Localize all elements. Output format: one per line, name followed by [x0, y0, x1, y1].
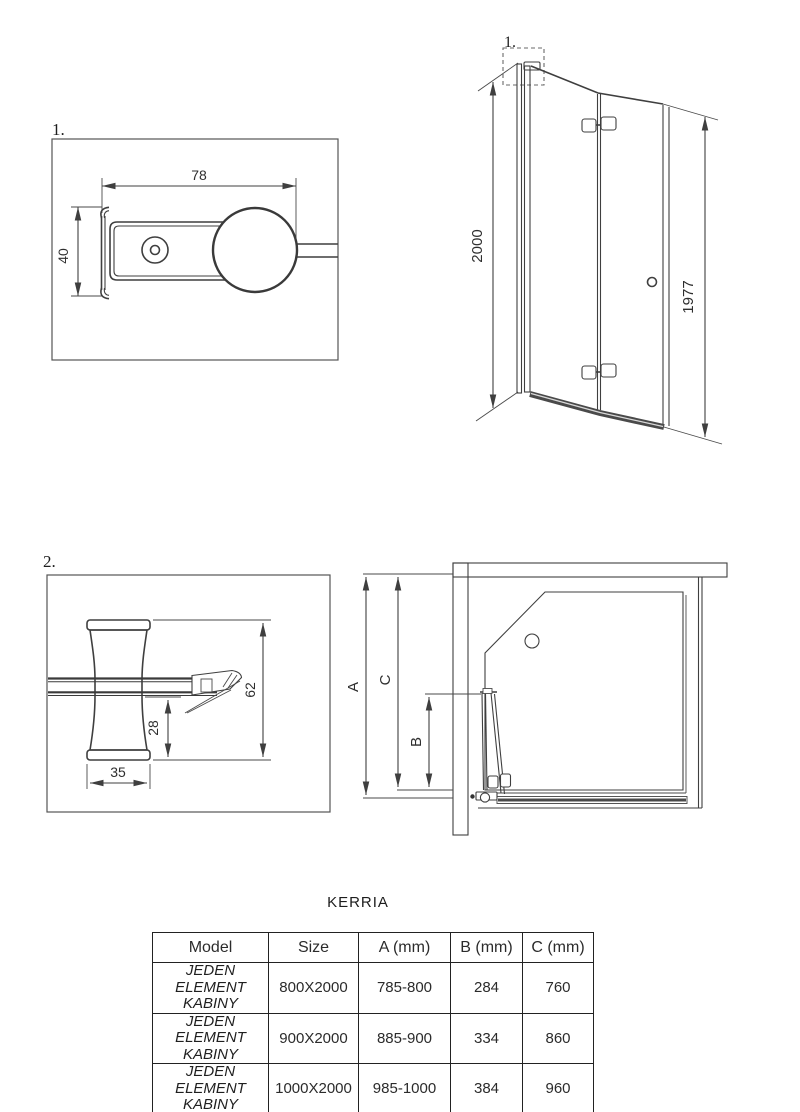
- front-view-drawing: 1. 2000: [469, 34, 723, 445]
- size-table: Model Size A (mm) B (mm) C (mm) JEDEN EL…: [152, 932, 594, 1112]
- figure-1-frame: [51, 138, 339, 361]
- handle-knob-bottom-cap: [86, 749, 151, 761]
- top-hinge: [581, 116, 617, 133]
- detail-1-callout-box: [502, 47, 545, 86]
- left-wall: [452, 562, 469, 836]
- cell-c: 760: [522, 962, 594, 1014]
- table-row: JEDEN ELEMENT KABINY 900X2000 885-900 33…: [152, 1012, 594, 1064]
- top-wall: [452, 562, 728, 578]
- detail-1-callout-label: 1.: [504, 34, 516, 51]
- glass-pane-section: [48, 677, 217, 696]
- cell-size: 800X2000: [268, 962, 359, 1014]
- cell-b: 334: [450, 1012, 523, 1064]
- col-header-size: Size: [268, 932, 359, 963]
- dim-c-label: C: [377, 674, 394, 685]
- shower-tray: [484, 591, 684, 791]
- dim-seal-total-label: 62: [242, 682, 258, 698]
- profile-round-knob: [211, 206, 299, 294]
- figure-2-label: 2.: [43, 552, 56, 571]
- dim-total-height-label: 2000: [469, 229, 486, 262]
- profile-body: [109, 221, 226, 281]
- detail-2-drawing: 2. 62 28: [43, 552, 331, 813]
- profile-top-cap: [523, 61, 541, 71]
- cell-b: 384: [450, 1063, 523, 1112]
- dim-base-width-label: 35: [110, 764, 126, 780]
- wall-profile: [516, 63, 523, 394]
- dim-lower-label: 28: [145, 720, 161, 736]
- folded-door: [470, 688, 512, 803]
- table-header-row: Model Size A (mm) B (mm) C (mm): [152, 932, 594, 963]
- edge-seal: [184, 669, 243, 714]
- handle-knob-top-cap: [86, 619, 151, 631]
- dim-height-label: 40: [55, 248, 71, 264]
- detail-1-drawing: 1. 78 40: [51, 120, 339, 361]
- cell-model: JEDEN ELEMENT KABINY: [152, 1063, 269, 1112]
- figure-1-label: 1.: [52, 120, 65, 139]
- product-series-title: KERRIA: [327, 894, 389, 911]
- cell-model: JEDEN ELEMENT KABINY: [152, 962, 269, 1014]
- dim-width-label: 78: [191, 167, 207, 183]
- screw-hole: [141, 236, 169, 264]
- cell-b: 284: [450, 962, 523, 1014]
- col-header-b: B (mm): [450, 932, 523, 963]
- table-row: JEDEN ELEMENT KABINY 1000X2000 985-1000 …: [152, 1063, 594, 1112]
- cell-a: 985-1000: [358, 1063, 451, 1112]
- handle-knob-body: [89, 629, 148, 751]
- cell-a: 785-800: [358, 962, 451, 1014]
- col-header-a: A (mm): [358, 932, 451, 963]
- col-header-model: Model: [152, 932, 269, 963]
- top-view-drawing: A C B: [345, 562, 728, 836]
- dim-glass-height-label: 1977: [680, 280, 697, 313]
- dim-a-label: A: [345, 682, 362, 692]
- cell-c: 960: [522, 1063, 594, 1112]
- handle-knob: [487, 775, 499, 789]
- bottom-hinge: [581, 363, 617, 380]
- figure-2-frame: [46, 574, 331, 813]
- cell-a: 885-900: [358, 1012, 451, 1064]
- drain-hole: [524, 633, 540, 649]
- cell-c: 860: [522, 1012, 594, 1064]
- door-knob: [646, 276, 658, 288]
- cell-size: 1000X2000: [268, 1063, 359, 1112]
- dim-b-label: B: [408, 737, 425, 747]
- door-top-edge: [530, 65, 664, 105]
- cell-size: 900X2000: [268, 1012, 359, 1064]
- table-row: JEDEN ELEMENT KABINY 800X2000 785-800 28…: [152, 962, 594, 1014]
- col-header-c: C (mm): [522, 932, 594, 963]
- cell-model: JEDEN ELEMENT KABINY: [152, 1012, 269, 1064]
